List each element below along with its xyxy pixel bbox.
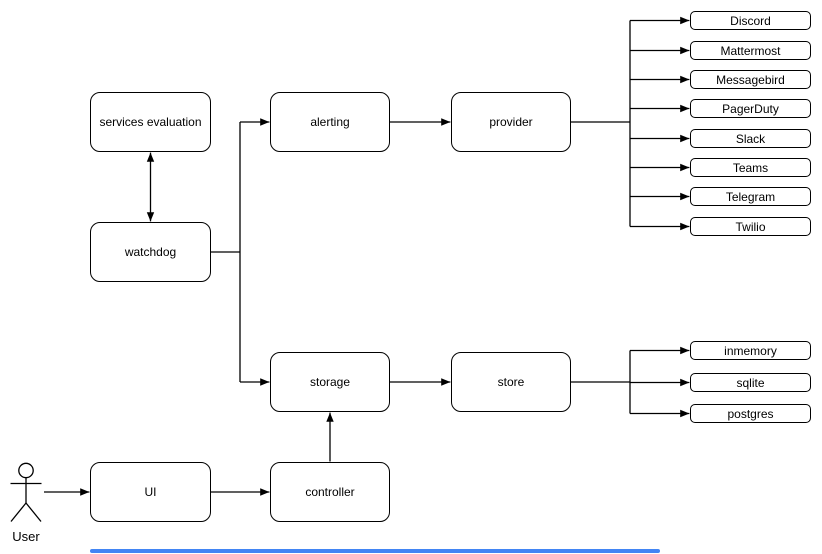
node-services-evaluation: services evaluation: [90, 92, 211, 152]
actor-left-leg: [10, 502, 27, 522]
leaf-sqlite: sqlite: [690, 373, 811, 392]
leaf-pagerduty: PagerDuty: [690, 99, 811, 118]
leaf-messagebird: Messagebird: [690, 70, 811, 89]
leaf-discord: Discord: [690, 11, 811, 30]
node-watchdog: watchdog: [90, 222, 211, 282]
leaf-mattermost: Mattermost: [690, 41, 811, 60]
leaf-twilio: Twilio: [690, 217, 811, 236]
user-actor-label: User: [12, 529, 40, 544]
leaf-slack: Slack: [690, 129, 811, 148]
node-store: store: [451, 352, 571, 412]
node-storage: storage: [270, 352, 390, 412]
node-alerting: alerting: [270, 92, 390, 152]
actor-right-leg: [25, 502, 42, 522]
horizontal-scrollbar[interactable]: [90, 549, 660, 553]
node-controller: controller: [270, 462, 390, 522]
node-provider: provider: [451, 92, 571, 152]
actor-head: [18, 462, 34, 479]
node-ui: UI: [90, 462, 211, 522]
leaf-inmemory: inmemory: [690, 341, 811, 360]
leaf-postgres: postgres: [690, 404, 811, 423]
user-actor-figure: [10, 462, 42, 522]
leaf-teams: Teams: [690, 158, 811, 177]
leaf-telegram: Telegram: [690, 187, 811, 206]
